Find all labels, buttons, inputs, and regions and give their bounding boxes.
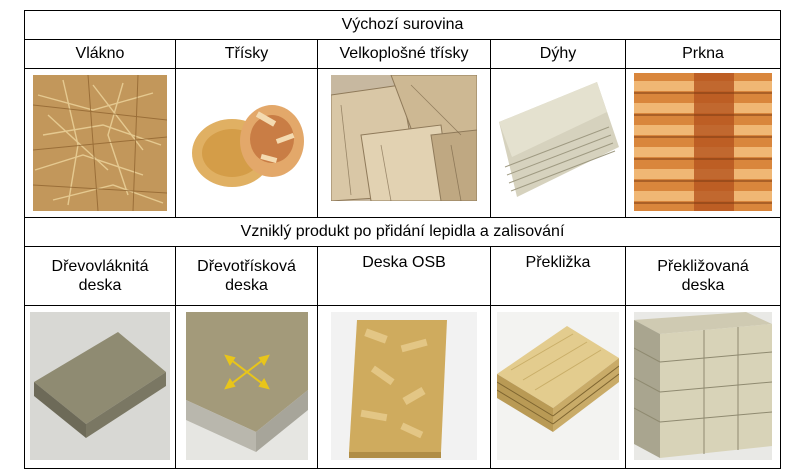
- plywood-image-cell: [490, 305, 626, 469]
- product-label-laminated-board-line2: deska: [681, 277, 725, 294]
- section-header-raw: Výchozí surovina: [23, 10, 782, 40]
- material-table: Výchozí surovina Vlákno Třísky Velkoploš…: [23, 10, 782, 469]
- fiberboard-image-cell: [24, 305, 176, 469]
- product-label-fiberboard-line2: deska: [78, 277, 122, 294]
- raw-label-planks: Prkna: [624, 39, 782, 69]
- fiberboard-image: [30, 312, 170, 460]
- product-label-fiberboard: Dřevovláknitá deska: [24, 246, 176, 306]
- fiber-image: [33, 75, 167, 211]
- product-label-fiberboard-line1: Dřevovláknitá: [51, 258, 149, 275]
- osb-image-cell: [317, 305, 491, 469]
- laminated-board-image-cell: [624, 305, 782, 469]
- product-label-particleboard: Dřevotřísková deska: [175, 246, 318, 306]
- planks-image-cell: [624, 68, 782, 218]
- product-label-laminated-board: Překližovaná deska: [624, 246, 782, 306]
- veneer-image: [497, 77, 619, 201]
- large-chips-image-cell: [317, 68, 491, 218]
- raw-label-chips: Třísky: [175, 39, 318, 69]
- plywood-image: [497, 312, 619, 460]
- material-table-container: Výchozí surovina Vlákno Třísky Velkoploš…: [23, 10, 782, 469]
- raw-label-fiber: Vlákno: [24, 39, 176, 69]
- raw-label-large-chips: Velkoplošné třísky: [317, 39, 491, 69]
- laminated-board-image: [634, 312, 773, 460]
- section-header-product: Vzniklý produkt po přidání lepidla a zal…: [23, 217, 782, 247]
- planks-image: [634, 73, 773, 211]
- osb-image: [331, 312, 477, 460]
- product-label-particleboard-line2: deska: [225, 277, 268, 294]
- product-label-laminated-board-line1: Překližovaná: [657, 258, 749, 275]
- product-label-osb-line1: Deska OSB: [362, 254, 446, 271]
- large-chips-image: [331, 75, 477, 201]
- particleboard-image-cell: [175, 305, 318, 469]
- chips-image-cell: [175, 68, 318, 218]
- raw-label-veneer: Dýhy: [490, 39, 626, 69]
- product-label-plywood: Překližka: [490, 246, 626, 306]
- chips-image: [185, 81, 308, 201]
- veneer-image-cell: [490, 68, 626, 218]
- product-label-plywood-line1: Překližka: [525, 254, 591, 271]
- fiber-image-cell: [24, 68, 176, 218]
- product-label-osb: Deska OSB: [317, 246, 491, 306]
- particleboard-image: [185, 312, 308, 460]
- product-label-particleboard-line1: Dřevotřísková: [197, 258, 296, 275]
